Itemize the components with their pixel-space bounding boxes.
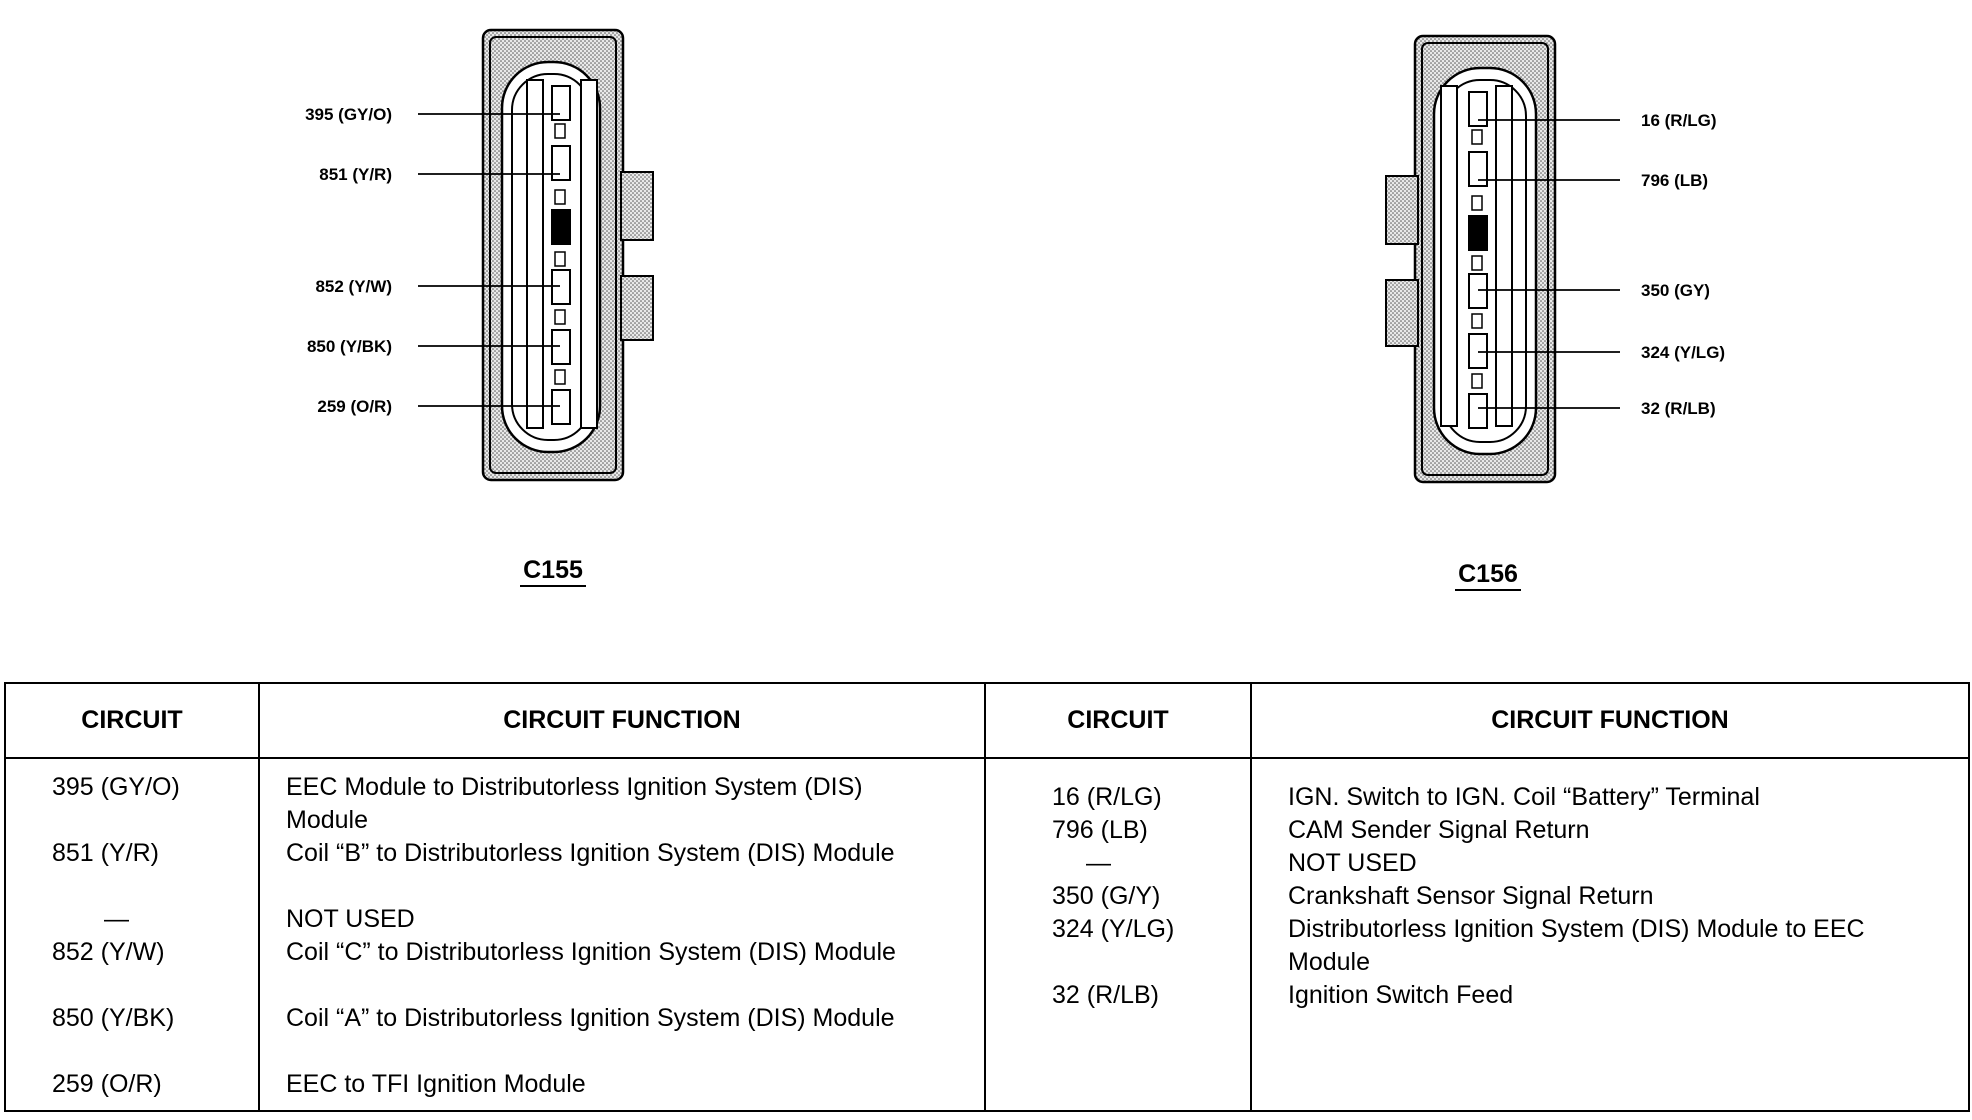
function-cell: NOT USED [286,905,415,933]
table-body-row: 395 (GY/O) 851 (Y/R) — 852 (Y/W) 850 (Y/… [4,757,1970,1112]
connector-c155 [418,28,654,482]
circuit-column-right: 16 (R/LG) 796 (LB) — 350 (G/Y) 324 (Y/LG… [984,757,1252,1112]
column-header-circuit: CIRCUIT [984,682,1252,759]
connector-name: C156 [1458,560,1518,588]
function-cell: Coil “B” to Distributorless Ignition Sys… [286,839,895,867]
pin-label: 324 (Y/LG) [1641,343,1725,362]
function-column-right: IGN. Switch to IGN. Coil “Battery” Termi… [1250,757,1970,1112]
connector-name: C155 [523,556,583,584]
circuit-cell: 850 (Y/BK) [52,1004,175,1032]
pin-label: 850 (Y/BK) [307,337,392,356]
pin-label: 851 (Y/R) [319,165,392,184]
circuit-cell: — [104,905,129,933]
circuit-cell: 395 (GY/O) [52,773,180,801]
connector-diagrams: 395 (GY/O) 851 (Y/R) 852 (Y/W) 850 (Y/BK… [305,28,1725,591]
column-header-circuit: CIRCUIT [4,682,260,759]
circuit-table: CIRCUIT CIRCUIT FUNCTION CIRCUIT CIRCUIT… [4,682,1970,1112]
column-header-circuit-function: CIRCUIT FUNCTION [258,682,986,759]
circuit-cell: 32 (R/LB) [1052,981,1159,1009]
table-header-row: CIRCUIT CIRCUIT FUNCTION CIRCUIT CIRCUIT… [4,682,1970,759]
function-cell: Coil “A” to Distributorless Ignition Sys… [286,1004,895,1032]
c156-pin-labels: 16 (R/LG) 796 (LB) 350 (GY) 324 (Y/LG) 3… [1641,111,1725,418]
circuit-cell: 16 (R/LG) [1052,783,1162,811]
function-cell: Ignition Switch Feed [1288,981,1514,1009]
circuit-cell: 851 (Y/R) [52,839,159,867]
function-cell: Distributorless Ignition System (DIS) Mo… [1288,915,1865,976]
function-column-left: EEC Module to Distributorless Ignition S… [258,757,986,1112]
pin-label: 796 (LB) [1641,171,1708,190]
circuit-cell: 324 (Y/LG) [1052,915,1175,943]
circuit-cell: — [1086,849,1111,877]
column-header-circuit-function: CIRCUIT FUNCTION [1250,682,1970,759]
pin-label: 259 (O/R) [317,397,392,416]
pin-label: 32 (R/LB) [1641,399,1716,418]
circuit-cell: 852 (Y/W) [52,938,165,966]
connector-c156 [1385,34,1620,484]
function-cell: Coil “C” to Distributorless Ignition Sys… [286,938,896,966]
pin-label: 16 (R/LG) [1641,111,1717,130]
function-cell: Crankshaft Sensor Signal Return [1288,882,1654,910]
function-cell: CAM Sender Signal Return [1288,816,1590,844]
c155-pin-labels: 395 (GY/O) 851 (Y/R) 852 (Y/W) 850 (Y/BK… [305,105,392,416]
circuit-cell: 259 (O/R) [52,1070,162,1098]
function-cell: EEC to TFI Ignition Module [286,1070,586,1098]
circuit-cell: 796 (LB) [1052,816,1148,844]
pin-label: 350 (GY) [1641,281,1710,300]
circuit-cell: 350 (G/Y) [1052,882,1161,910]
circuit-column-left: 395 (GY/O) 851 (Y/R) — 852 (Y/W) 850 (Y/… [4,757,260,1112]
pin-label: 852 (Y/W) [315,277,392,296]
function-cell: IGN. Switch to IGN. Coil “Battery” Termi… [1288,783,1760,811]
function-cell: NOT USED [1288,849,1417,877]
function-cell: EEC Module to Distributorless Ignition S… [286,773,863,834]
pin-label: 395 (GY/O) [305,105,392,124]
